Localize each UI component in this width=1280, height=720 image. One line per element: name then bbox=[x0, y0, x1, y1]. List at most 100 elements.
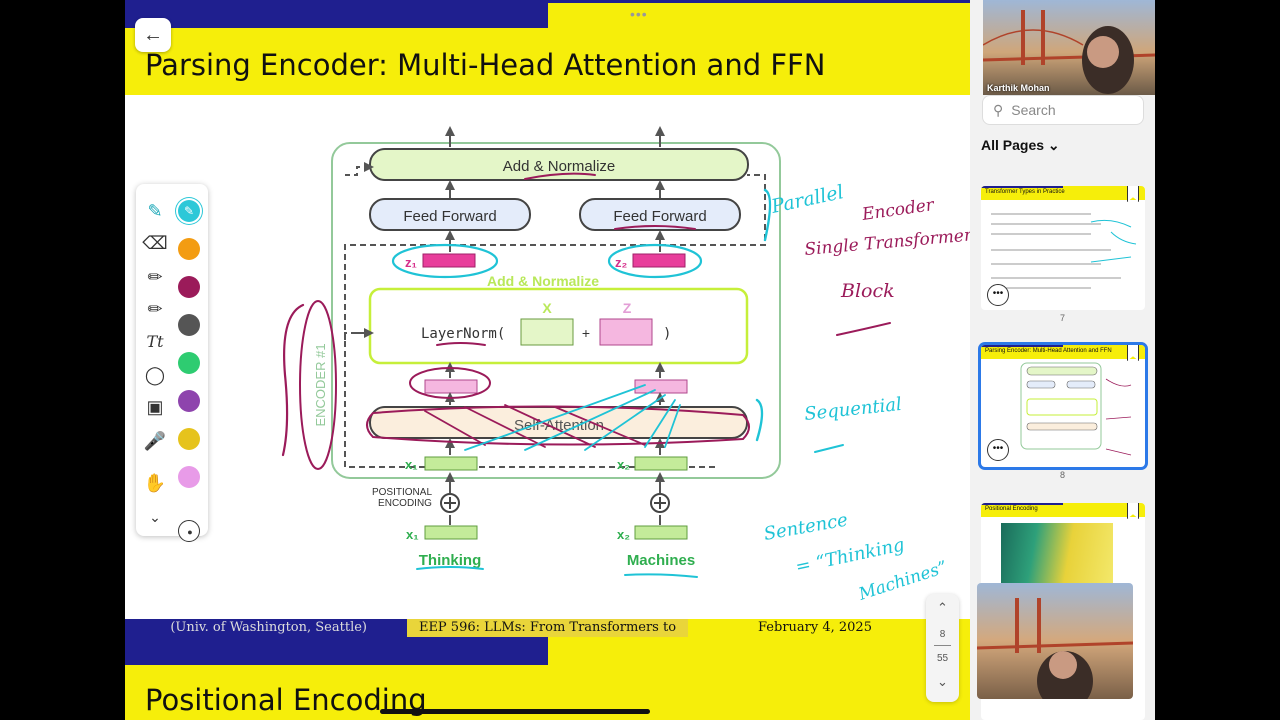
page-sidebar: Karthik Mohan ⚲ Search All Pages ⌄ Trans… bbox=[970, 0, 1155, 720]
positional-encoding-label-2: ENCODING bbox=[378, 498, 432, 509]
color-swatch-gray[interactable] bbox=[178, 314, 200, 336]
ink-sequential: Sequential bbox=[803, 394, 903, 425]
ink-thinking: = “Thinking bbox=[794, 534, 907, 578]
heatmap-thumbnail bbox=[1001, 523, 1113, 583]
positional-encoding-label-1: POSITIONAL bbox=[372, 487, 432, 498]
page-separator bbox=[934, 645, 951, 646]
x1-input-vector bbox=[424, 525, 478, 540]
encoder-label: ENCODER #1 bbox=[313, 343, 328, 426]
back-button[interactable]: ← bbox=[135, 18, 171, 52]
arrow-left-icon: ← bbox=[143, 23, 163, 46]
next-slide-preview: Positional Encoding bbox=[125, 637, 970, 720]
highlighter-icon[interactable]: ✏ bbox=[147, 266, 163, 287]
image-icon[interactable]: ▣ bbox=[146, 396, 164, 417]
x1-label: x₁ bbox=[405, 457, 418, 472]
add-normalize-top-label: Add & Normalize bbox=[503, 158, 616, 175]
thumbnail-page-number: 7 bbox=[1059, 313, 1065, 323]
ink-annotations bbox=[281, 172, 891, 578]
page-scroller[interactable]: ⌃ 8 55 ⌄ bbox=[926, 594, 959, 702]
add-normalize-mid-label: Add & Normalize bbox=[487, 273, 599, 289]
close-paren: ) bbox=[663, 326, 671, 342]
chevron-up-icon[interactable]: ⌃ bbox=[937, 600, 948, 615]
chevron-down-icon: ⌄ bbox=[1047, 137, 1060, 153]
thumbnail-ink-icon bbox=[991, 213, 1137, 289]
dot-icon: ● bbox=[187, 527, 193, 537]
layernorm-text: LayerNorm( bbox=[421, 326, 505, 342]
color-swatch-maroon[interactable] bbox=[178, 276, 200, 298]
z2-label: z₂ bbox=[615, 255, 628, 270]
x2-vector bbox=[634, 456, 688, 471]
hand-icon[interactable]: ✋ bbox=[143, 472, 167, 493]
z2-vector bbox=[632, 253, 686, 268]
feed-forward-2-label: Feed Forward bbox=[613, 208, 706, 225]
color-swatch-orange[interactable] bbox=[178, 238, 200, 260]
next-slide-navy bbox=[125, 637, 548, 665]
slide-header-bar: Parsing Encoder: Multi-Head Attention an… bbox=[125, 0, 970, 95]
thumbnail-diagram-icon bbox=[1020, 362, 1132, 456]
eraser-icon[interactable]: ⌫ bbox=[142, 232, 168, 253]
window-grabber-icon[interactable]: ••• bbox=[630, 6, 648, 22]
word-thinking: Thinking bbox=[419, 552, 482, 569]
pen-icon[interactable]: ✎ bbox=[147, 200, 163, 221]
header-navy-block bbox=[125, 0, 548, 28]
participant-video-floating[interactable] bbox=[977, 583, 1133, 699]
thumbnail-title: Parsing Encoder: Multi-Head Attention an… bbox=[981, 345, 1145, 359]
self-attention-label: Self-Attention bbox=[514, 417, 604, 434]
all-pages-dropdown[interactable]: All Pages ⌄ bbox=[981, 137, 1060, 154]
thumbnail-more-button[interactable]: ••• bbox=[987, 284, 1009, 306]
ink-single-transformer: Single Transformer bbox=[804, 225, 970, 260]
search-input[interactable]: ⚲ Search bbox=[982, 95, 1144, 125]
annotation-toolbar: ✎ ⌫ ✏ ✏ Tt ◯ ▣ 🎤 ✋ ⌄ ✎ ● bbox=[136, 184, 208, 542]
color-swatch-green[interactable] bbox=[178, 352, 200, 374]
thumbnail-title: Positional Encoding bbox=[981, 503, 1145, 517]
feed-forward-1-label: Feed Forward bbox=[403, 208, 496, 225]
x2-label: x₂ bbox=[617, 457, 630, 472]
pencil-icon[interactable]: ✏ bbox=[147, 298, 163, 319]
ink-encoder: Encoder bbox=[860, 195, 936, 225]
x-matrix bbox=[520, 318, 574, 346]
page-thumbnail-8[interactable]: Parsing Encoder: Multi-Head Attention an… bbox=[981, 345, 1145, 467]
thumbnail-navy bbox=[981, 503, 1063, 505]
all-pages-label: All Pages bbox=[981, 137, 1045, 153]
text-icon[interactable]: Tt bbox=[146, 331, 164, 351]
chevron-down-icon[interactable]: ⌄ bbox=[149, 508, 161, 525]
x-label: X bbox=[542, 300, 552, 316]
x2-input-label: x₂ bbox=[617, 527, 630, 542]
color-swatch-purple[interactable] bbox=[178, 390, 200, 412]
current-page: 8 bbox=[939, 629, 946, 640]
thumbnail-title: Transformer Types in Practice bbox=[981, 186, 1145, 200]
ink-sentence: Sentence bbox=[762, 510, 849, 545]
pencil-edit-icon: ✎ bbox=[183, 204, 195, 218]
thumbnail-more-button[interactable]: ••• bbox=[987, 439, 1009, 461]
x2-input-vector bbox=[634, 525, 688, 540]
slide-title: Parsing Encoder: Multi-Head Attention an… bbox=[145, 48, 826, 82]
home-indicator[interactable] bbox=[380, 709, 650, 714]
microphone-icon[interactable]: 🎤 bbox=[143, 430, 167, 451]
color-swatch-yellow[interactable] bbox=[178, 428, 200, 450]
chevron-down-icon[interactable]: ⌄ bbox=[937, 674, 948, 689]
ink-block: Block bbox=[840, 280, 895, 302]
x1-vector bbox=[424, 456, 478, 471]
z1-attn-vector bbox=[424, 379, 478, 394]
bridge-background-icon bbox=[977, 598, 1133, 699]
lasso-icon[interactable]: ◯ bbox=[144, 364, 166, 385]
footer-date: February 4, 2025 bbox=[688, 619, 970, 637]
page-thumbnail-7[interactable]: Transformer Types in Practice ••• bbox=[981, 186, 1145, 310]
pen-size-button[interactable]: ● bbox=[178, 520, 200, 542]
thumbnail-page-number: 8 bbox=[1059, 470, 1065, 480]
footer-institution: (Univ. of Washington, Seattle) bbox=[125, 619, 407, 637]
total-pages: 55 bbox=[936, 653, 949, 664]
z-label: Z bbox=[623, 300, 632, 316]
participant-video-top[interactable]: Karthik Mohan bbox=[983, 0, 1155, 95]
z-matrix bbox=[599, 318, 653, 346]
z1-label: z₁ bbox=[405, 255, 417, 270]
header-navy-line bbox=[125, 0, 970, 3]
next-slide-title: Positional Encoding bbox=[145, 683, 427, 717]
color-swatch-cyan[interactable]: ✎ bbox=[178, 200, 200, 222]
encoder-diagram: ENCODER #1 Add & Normalize Feed Forward … bbox=[281, 126, 970, 605]
color-swatch-pink[interactable] bbox=[178, 466, 200, 488]
footer-course: EEP 596: LLMs: From Transformers to GPT bbox=[407, 619, 688, 653]
slide-viewer[interactable]: Parsing Encoder: Multi-Head Attention an… bbox=[125, 0, 970, 720]
word-machines: Machines bbox=[627, 552, 695, 569]
bridge-background-icon bbox=[983, 10, 1155, 94]
